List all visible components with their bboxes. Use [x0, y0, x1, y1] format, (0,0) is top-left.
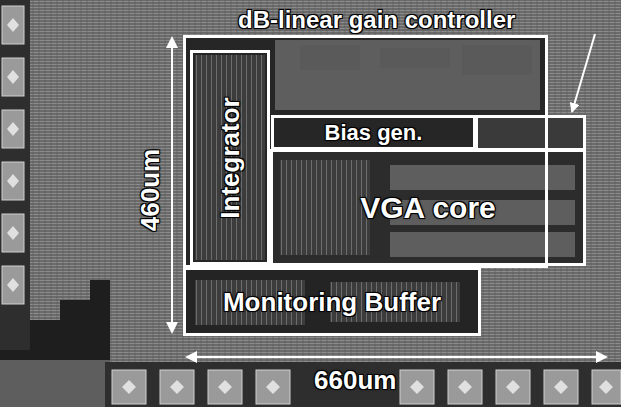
block-label: Monitoring Buffer [223, 289, 441, 315]
block-label: Bias gen. [325, 122, 423, 144]
block-outline: Monitoring Buffer [183, 267, 481, 336]
block-outline: Bias gen. [271, 115, 476, 150]
block-outline: VGA core [270, 149, 586, 266]
block-label: dB-linear gain controller [238, 8, 515, 32]
block-outline: Integrator [190, 50, 270, 265]
dimension-label: 460um [137, 149, 163, 231]
dimension-label: 660um [314, 367, 396, 393]
block-label: Integrator [217, 97, 243, 218]
block-label: VGA core [360, 193, 496, 223]
